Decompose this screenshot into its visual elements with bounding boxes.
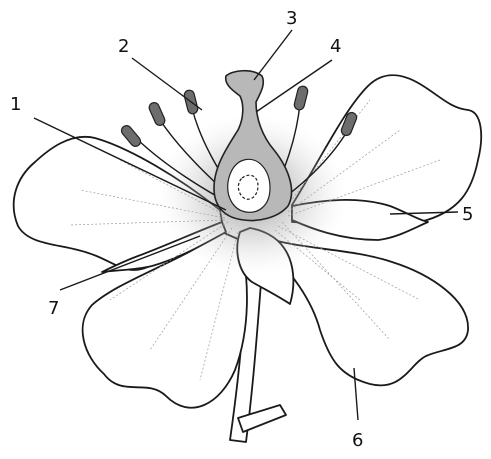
label-2: 2	[118, 36, 129, 57]
label-5: 5	[462, 204, 473, 225]
label-6: 6	[352, 430, 363, 451]
ovary-cavity	[228, 159, 270, 212]
label-4: 4	[330, 36, 341, 57]
label-1: 1	[10, 94, 21, 115]
label-3: 3	[286, 8, 297, 29]
label-7: 7	[48, 298, 59, 319]
